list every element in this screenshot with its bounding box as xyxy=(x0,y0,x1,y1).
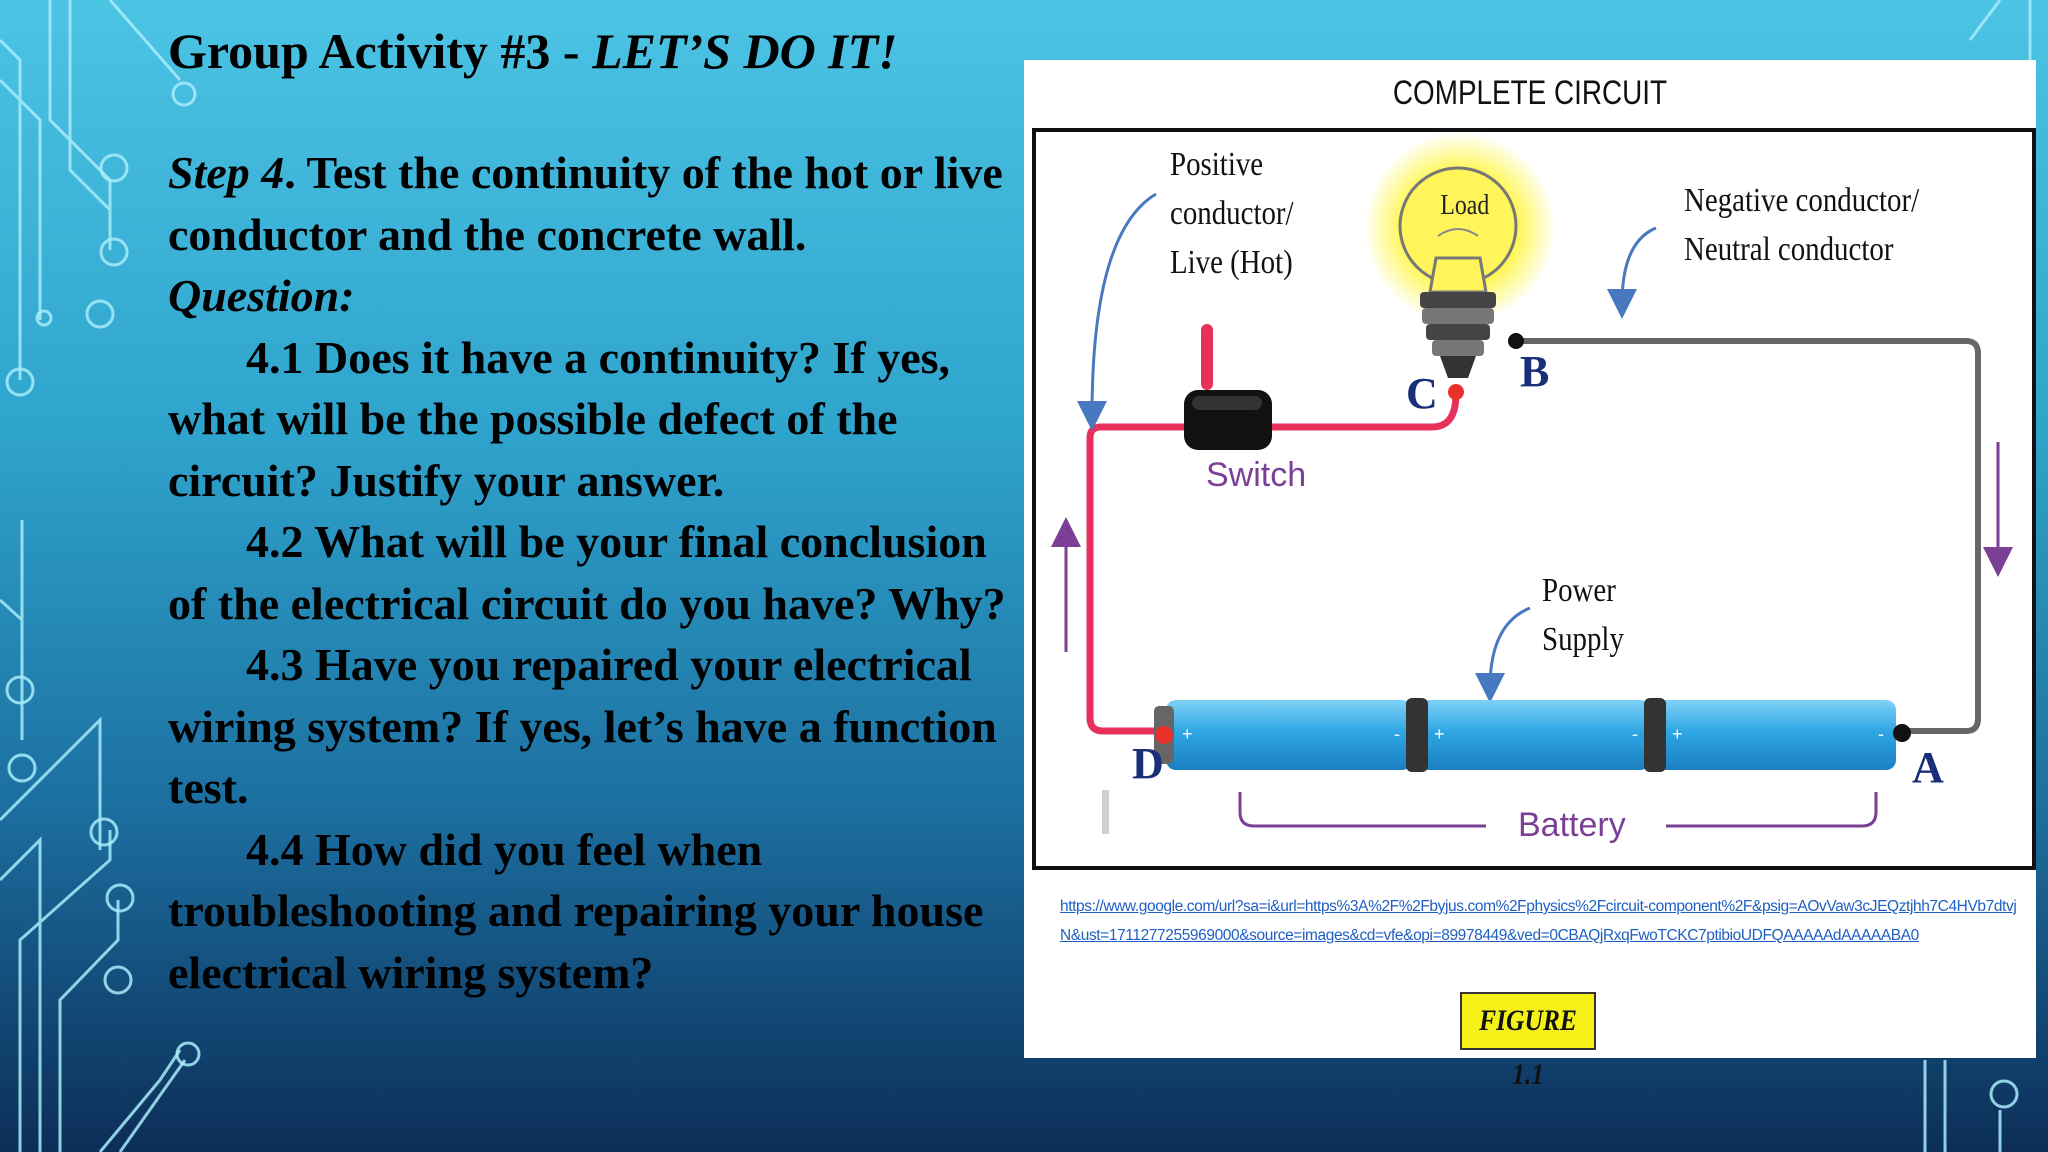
step-text: . Test the continuity of the hot or live… xyxy=(168,147,1003,260)
point-b-node xyxy=(1508,333,1524,349)
svg-text:+: + xyxy=(1434,724,1445,744)
point-c-node xyxy=(1448,384,1464,400)
bulb-icon xyxy=(1364,132,1556,378)
svg-text:-: - xyxy=(1394,724,1400,744)
svg-text:-: - xyxy=(1878,724,1884,744)
circuit-drawing: + + + - - - xyxy=(1051,132,2013,834)
activity-instructions: Step 4. Test the continuity of the hot o… xyxy=(168,142,1018,1003)
title-emphasis: LET’S DO IT! xyxy=(592,23,898,79)
power-pointer-arrow xyxy=(1475,606,1531,703)
title-prefix: Group Activity #3 - xyxy=(168,23,593,79)
question-item: 4.2 What will be your final conclusion o… xyxy=(168,516,1006,629)
live-wire-lower xyxy=(1086,423,1186,735)
point-c-label: C xyxy=(1406,369,1438,418)
battery-icon: + + + - - - xyxy=(1154,698,1896,772)
switch-icon xyxy=(1184,324,1272,450)
slide-title: Group Activity #3 - LET’S DO IT! xyxy=(168,22,898,80)
battery-label: Battery xyxy=(1518,806,1626,844)
svg-text:-: - xyxy=(1632,724,1638,744)
negative-pointer-arrow xyxy=(1607,226,1657,319)
point-d-label: D xyxy=(1132,739,1164,788)
switch-label: Switch xyxy=(1206,456,1307,494)
figure-caption: FIGURE 1.1 xyxy=(1460,992,1596,1091)
figure-panel: COMPLETE CIRCUIT xyxy=(1024,60,2036,1091)
step-paragraph: Step 4. Test the continuity of the hot o… xyxy=(168,142,1018,265)
point-d-node xyxy=(1155,726,1173,744)
image-source-link[interactable]: https://www.google.com/url?sa=i&url=http… xyxy=(1060,898,2017,944)
point-a-node xyxy=(1893,724,1911,742)
battery-brace xyxy=(1238,792,1878,828)
svg-text:+: + xyxy=(1182,724,1193,744)
question-item: 4.3 Have you repaired your electrical wi… xyxy=(168,639,997,813)
figure-title: COMPLETE CIRCUIT xyxy=(1392,74,1668,112)
question-label: Question: xyxy=(168,270,355,321)
live-wire-upper xyxy=(1226,393,1460,431)
circuit-diagram: + + + - - - Positive conductor/ Live (Ho… xyxy=(1032,128,2036,870)
positive-conductor-label: Positive conductor/ Live (Hot) xyxy=(1170,146,1294,281)
question-item: 4.4 How did you feel when troubleshootin… xyxy=(168,823,984,998)
svg-text:+: + xyxy=(1672,724,1683,744)
power-supply-label: Power Supply xyxy=(1542,572,1624,658)
load-label: Load xyxy=(1440,190,1490,221)
neutral-wire xyxy=(1514,338,1981,734)
negative-conductor-label: Negative conductor/ Neutral conductor xyxy=(1684,182,1920,268)
point-a-label: A xyxy=(1912,743,1944,792)
positive-pointer-arrow xyxy=(1077,192,1157,431)
question-item: 4.1 Does it have a continuity? If yes, w… xyxy=(168,331,951,506)
point-b-label: B xyxy=(1520,347,1550,396)
step-label: Step 4 xyxy=(168,147,285,198)
